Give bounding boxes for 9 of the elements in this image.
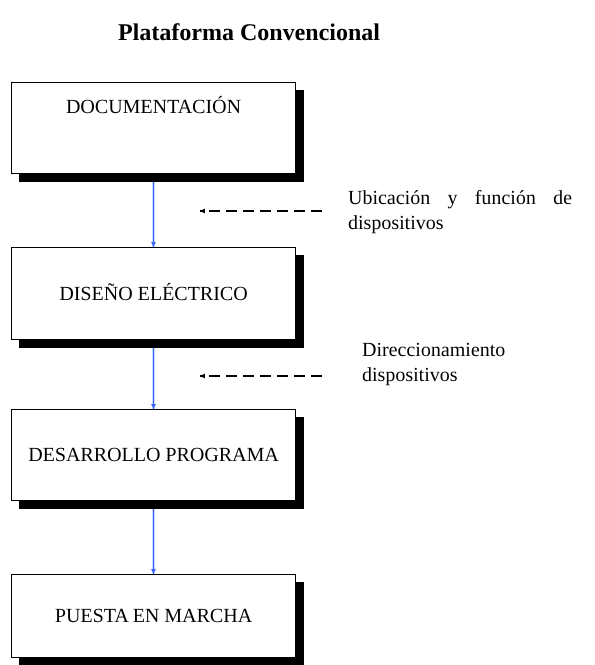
box-label: DESARROLLO PROGRAMA (28, 443, 279, 467)
diagram-title: Plataforma Convencional (118, 20, 380, 47)
box-label: PUESTA EN MARCHA (54, 604, 252, 628)
annotation-text: Direccionamiento dispositivos (362, 338, 506, 388)
box-label: DOCUMENTACIÓN (66, 95, 242, 119)
dashed-arrow (200, 374, 322, 378)
box-label: DISEÑO ELÉCTRICO (59, 282, 248, 306)
annotation-text: Ubicación y función de dispositivos (348, 186, 572, 236)
dashed-arrow (200, 208, 322, 214)
